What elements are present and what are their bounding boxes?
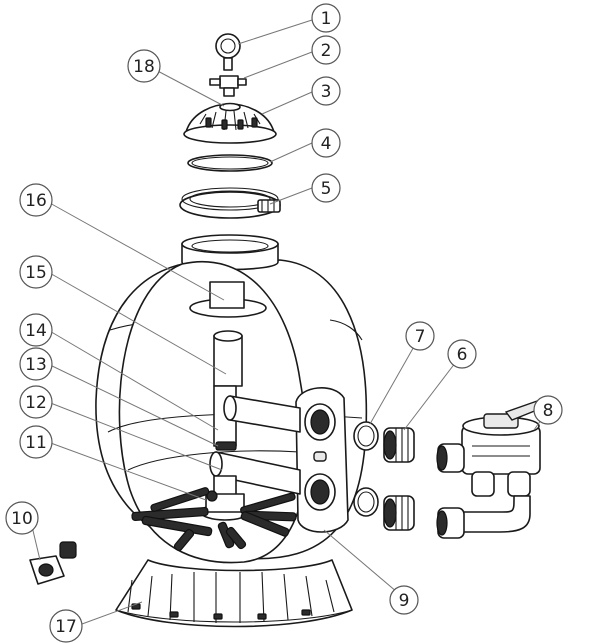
part-pressure-gauge (215, 33, 241, 71)
svg-text:1: 1 (321, 9, 332, 29)
svg-text:11: 11 (25, 433, 47, 453)
svg-text:12: 12 (25, 393, 47, 413)
svg-text:6: 6 (457, 345, 468, 365)
part-drain-plug (29, 541, 77, 585)
callout-17: 17 (49, 609, 83, 643)
callout-4: 4 (311, 128, 341, 158)
part-port-o-rings (353, 421, 379, 517)
callout-12: 12 (19, 385, 53, 419)
svg-text:18: 18 (133, 57, 155, 77)
callout-13: 13 (19, 347, 53, 381)
svg-text:9: 9 (399, 591, 410, 611)
part-lid-o-ring (187, 154, 273, 172)
svg-text:16: 16 (25, 191, 47, 211)
callout-11: 11 (19, 425, 53, 459)
callout-5: 5 (311, 173, 341, 203)
callout-7: 7 (405, 321, 435, 351)
callout-16: 16 (19, 183, 53, 217)
callout-8: 8 (533, 395, 563, 425)
callout-14: 14 (19, 313, 53, 347)
svg-text:14: 14 (25, 321, 47, 341)
part-union-connectors (383, 427, 415, 531)
callout-15: 15 (19, 255, 53, 289)
svg-text:17: 17 (55, 617, 77, 637)
svg-text:15: 15 (25, 263, 47, 283)
part-lateral-hub (131, 487, 297, 552)
part-internal-pipework (189, 281, 301, 507)
svg-text:10: 10 (11, 509, 33, 529)
part-tank-base (115, 559, 353, 628)
callout-2: 2 (311, 35, 341, 65)
part-air-release-valve (209, 75, 247, 97)
svg-text:8: 8 (543, 401, 554, 421)
svg-text:2: 2 (321, 41, 332, 61)
callout-3: 3 (311, 76, 341, 106)
callout-10: 10 (5, 501, 39, 535)
svg-text:5: 5 (321, 179, 332, 199)
callout-1: 1 (311, 3, 341, 33)
callout-6: 6 (447, 339, 477, 369)
part-dome-lid (183, 102, 277, 144)
part-multiport-valve (436, 399, 543, 539)
callout-18: 18 (127, 49, 161, 83)
callout-9: 9 (389, 585, 419, 615)
part-clamp-ring (179, 187, 281, 219)
svg-text:13: 13 (25, 355, 47, 375)
svg-text:7: 7 (415, 327, 426, 347)
svg-text:4: 4 (321, 134, 332, 154)
svg-text:3: 3 (321, 82, 332, 102)
